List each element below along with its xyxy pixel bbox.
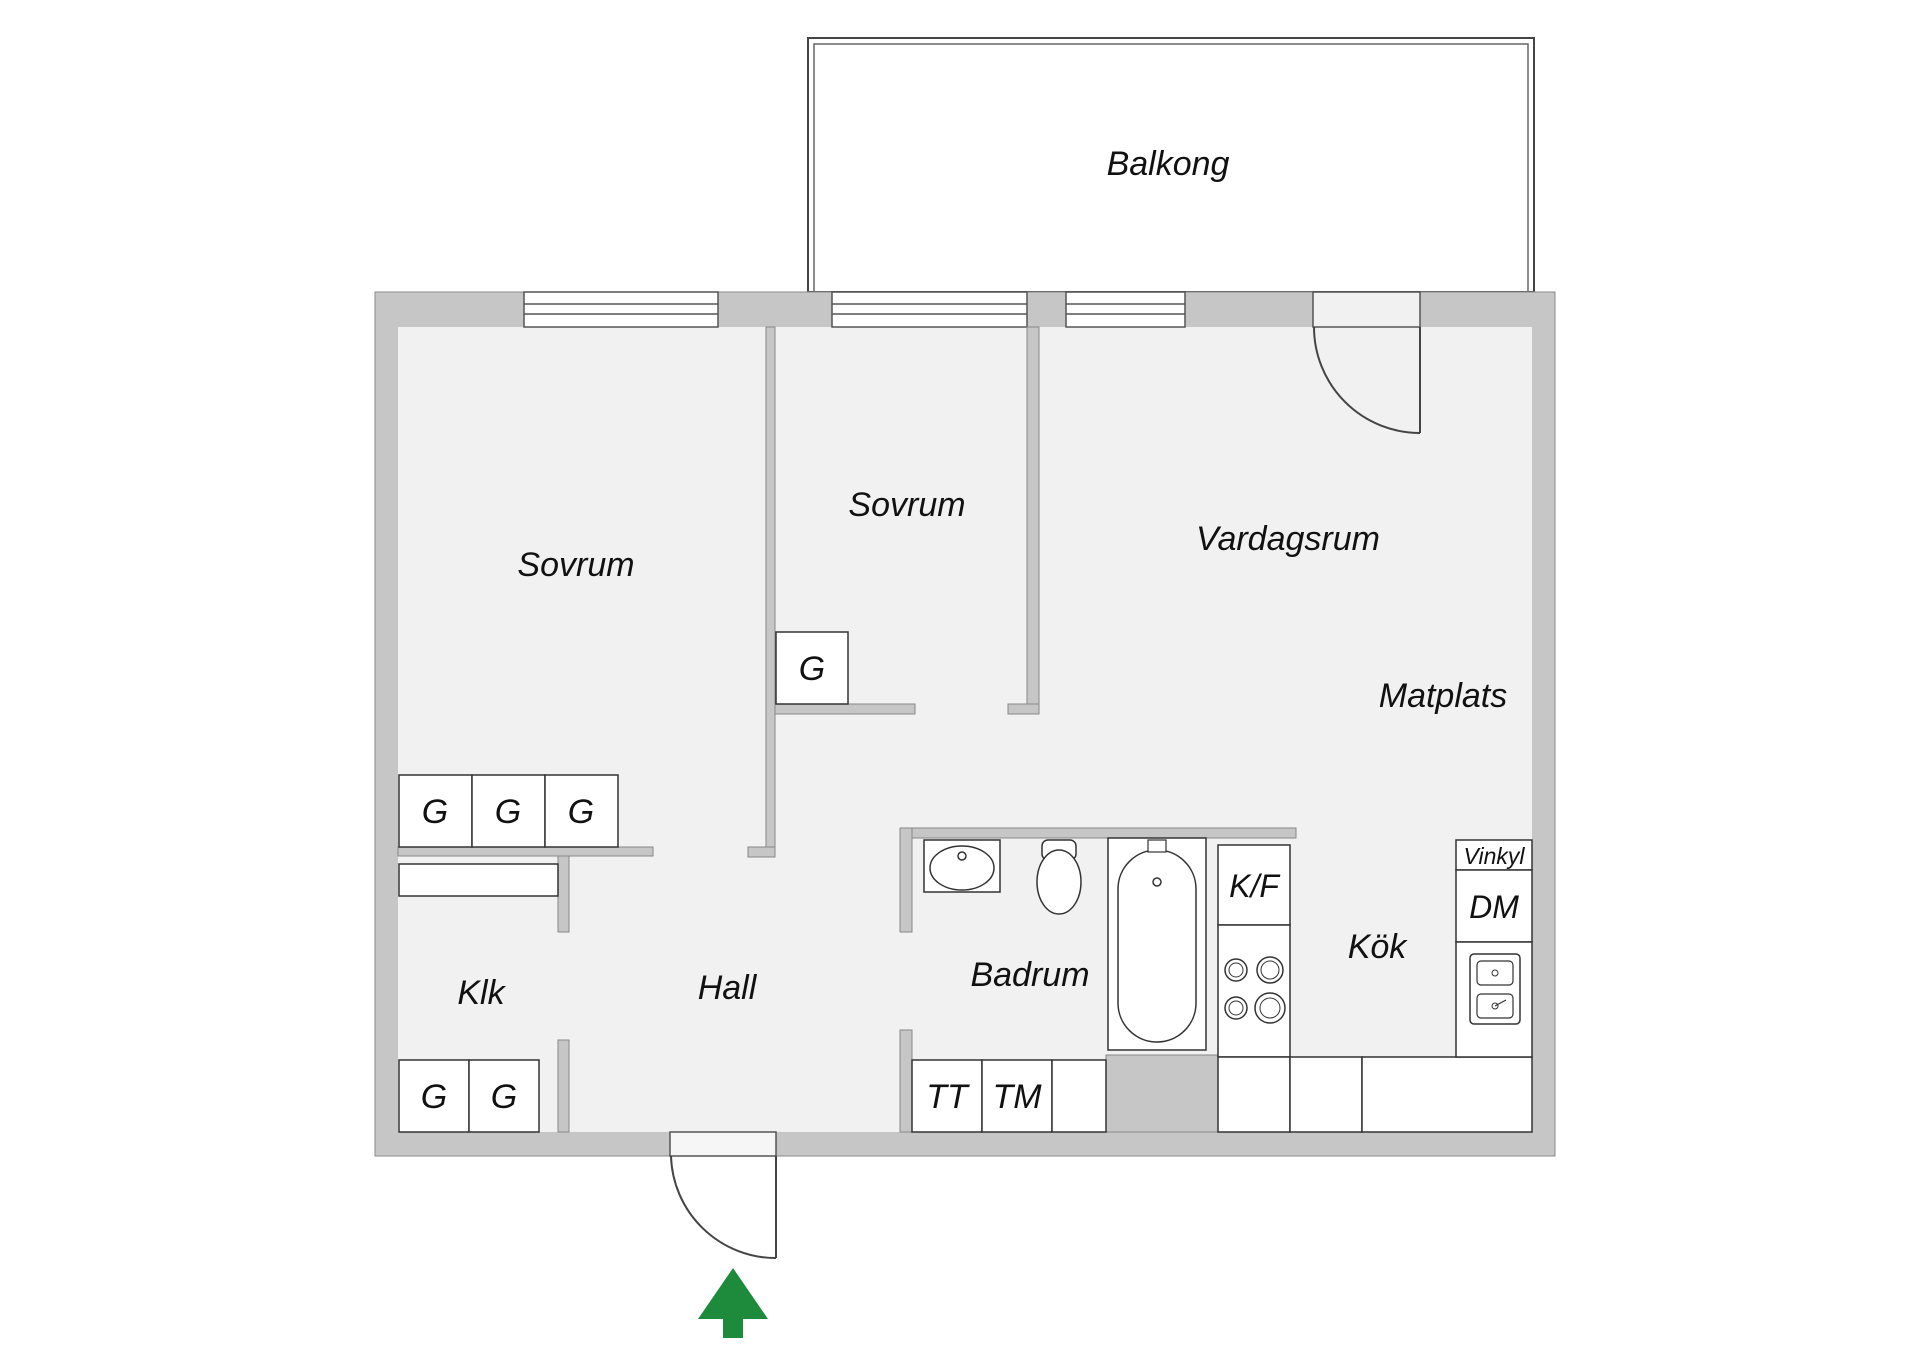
room-label-balcony: Balkong: [1107, 145, 1230, 183]
fridge-freezer-label: K/F: [1229, 868, 1281, 904]
apartment-walls: [374, 291, 1556, 1157]
dishwasher-label: DM: [1469, 889, 1519, 925]
washer-label: TM: [992, 1078, 1042, 1116]
room-label-kitchen: Kök: [1348, 928, 1409, 966]
kitchen-sink-icon: [1469, 953, 1521, 1025]
window-icon: [1065, 291, 1186, 328]
closet-shelf: [398, 863, 559, 897]
stove-icon: [1224, 956, 1286, 1024]
dryer-label: TT: [926, 1078, 970, 1116]
entrance-arrow-icon: [698, 1268, 768, 1338]
wardrobe: [775, 631, 849, 705]
room-label-dining: Matplats: [1379, 677, 1508, 715]
wardrobe-label: G: [568, 793, 594, 831]
wardrobe-group-bedroom: [398, 774, 619, 848]
room-label-bedroom-center: Sovrum: [848, 486, 965, 524]
interior-walls: [397, 326, 1297, 1133]
wine-cooler-label: Vinkyl: [1464, 843, 1526, 869]
window-icon: [831, 291, 1028, 328]
wardrobe-label: G: [799, 650, 825, 688]
laundry-appliances: [911, 1059, 1107, 1133]
door-swing-icon: [1312, 291, 1421, 434]
room-label-living-room: Vardagsrum: [1196, 520, 1380, 558]
window-icon: [523, 291, 719, 328]
room-label-hall: Hall: [698, 969, 758, 1007]
bathtub-icon: [1107, 837, 1207, 1051]
wardrobe-label: G: [422, 793, 448, 831]
balcony: [807, 37, 1535, 293]
wardrobe-label: G: [495, 793, 521, 831]
wardrobe-label: G: [421, 1078, 447, 1116]
wardrobe-label: G: [491, 1078, 517, 1116]
room-label-bedroom-left: Sovrum: [517, 546, 634, 584]
room-label-bathroom: Badrum: [970, 956, 1089, 994]
wardrobe-group-closet: [398, 1059, 540, 1133]
toilet-icon: [1036, 839, 1082, 915]
room-label-closet: Klk: [457, 974, 506, 1012]
sink-icon: [923, 839, 1001, 893]
door-swing-icon: [669, 1131, 777, 1259]
